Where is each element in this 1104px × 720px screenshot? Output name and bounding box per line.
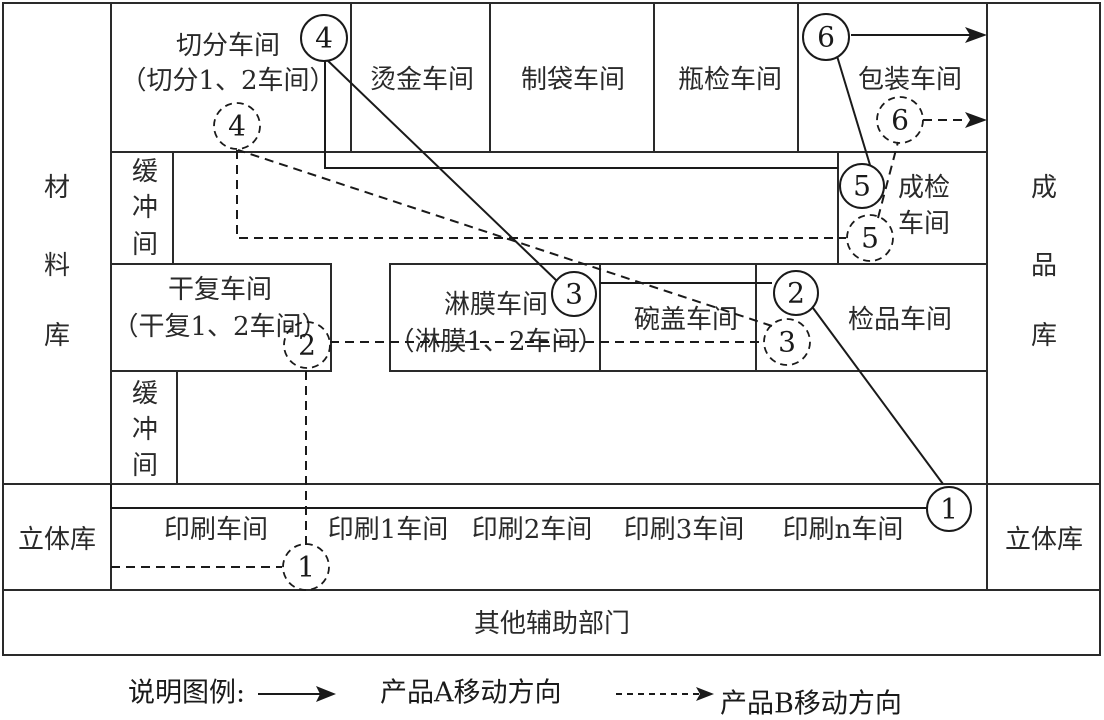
legend-product-b: 产品B移动方向	[720, 689, 902, 720]
step-b-3-label: 3	[778, 326, 796, 359]
step-a-3-label: 3	[565, 278, 583, 311]
bag-making-label: 制袋车间	[521, 65, 625, 95]
buffer-top-label-3: 间	[132, 230, 158, 260]
printing-unit-2: 印刷2车间	[472, 515, 593, 545]
route-a-exit-arrowhead	[965, 27, 987, 43]
dry-lamination-room	[110, 263, 332, 372]
step-a-2	[773, 270, 819, 316]
slitting-sub: （切分1、2车间）	[120, 66, 335, 96]
step-b-5	[846, 214, 894, 262]
final-inspection-label-1: 成检	[898, 173, 950, 203]
bottle-inspection-label: 瓶检车间	[678, 65, 782, 95]
stereo-store-right-label: 立体库	[1005, 525, 1083, 555]
legend-dashed-arrowhead	[696, 687, 714, 701]
route-a-3-to-4	[324, 57, 559, 283]
dry-lamination-title: 干复车间	[168, 275, 272, 305]
buffer-room-bottom	[110, 370, 178, 485]
step-a-4-label: 4	[315, 22, 333, 55]
area-labels: 材 料 库 成 品 库 切分车间 （切分1、2车间） 烫金车间 制袋车间 瓶检车…	[18, 31, 1083, 639]
finished-store-label-3: 库	[1031, 321, 1057, 351]
finished-store-label-1: 成	[1031, 173, 1057, 203]
printing-unit-n: 印刷n车间	[783, 515, 904, 545]
step-a-1-label: 1	[940, 493, 958, 526]
step-a-3	[551, 271, 597, 317]
step-b-2	[283, 321, 331, 369]
printing-unit-1: 印刷1车间	[328, 515, 449, 545]
middle-row	[389, 263, 988, 372]
legend: 说明图例: 产品A移动方向 产品B移动方向	[128, 678, 902, 720]
product-a-route: 1 2 3 4 5 6	[110, 13, 987, 532]
step-b-1-label: 1	[297, 551, 315, 584]
route-b-4-to-5	[236, 150, 846, 239]
material-store-label-1: 材	[44, 173, 70, 203]
packaging-label: 包装车间	[858, 65, 962, 95]
printing-title: 印刷车间	[164, 515, 268, 545]
route-a-4-to-5	[324, 58, 838, 169]
step-a-6	[802, 13, 850, 61]
legend-solid-arrowhead	[316, 686, 336, 702]
step-a-4	[300, 14, 348, 62]
step-b-4-label: 4	[228, 110, 246, 143]
buffer-bottom-label-1: 缓	[132, 379, 158, 409]
legend-title: 说明图例:	[128, 678, 245, 709]
product-inspection-label: 检品车间	[848, 305, 952, 335]
buffer-bottom-label-3: 间	[132, 451, 158, 481]
buffer-bottom-label-2: 冲	[132, 415, 158, 445]
step-b-4	[213, 102, 261, 150]
layout-frame	[2, 2, 1101, 656]
step-a-5	[839, 163, 885, 209]
step-b-6	[876, 96, 924, 144]
step-a-1	[926, 486, 972, 532]
step-b-2-label: 2	[298, 329, 316, 362]
finished-store-label-2: 品	[1031, 251, 1057, 281]
material-store-label-3: 库	[44, 321, 70, 351]
route-b-exit-arrowhead	[965, 112, 987, 128]
auxiliary-label: 其他辅助部门	[474, 609, 630, 639]
step-b-1	[282, 543, 330, 591]
product-b-route: 1 2 3 4 5 6	[111, 96, 987, 591]
stereo-store-left-label: 立体库	[18, 525, 96, 555]
buffer-top-label-2: 冲	[132, 193, 158, 223]
printing-unit-3: 印刷3车间	[624, 515, 745, 545]
step-b-3	[763, 318, 811, 366]
coating-title: 淋膜车间	[444, 290, 548, 320]
material-store-label-2: 料	[44, 251, 70, 281]
outer-border	[2, 2, 1101, 656]
route-a-5-to-6	[836, 55, 871, 166]
step-a-2-label: 2	[787, 277, 805, 310]
dry-lamination-sub: （干复1、2车间）	[112, 312, 327, 342]
legend-product-a: 产品A移动方向	[380, 678, 562, 709]
final-inspection-label-2: 车间	[898, 209, 950, 239]
buffer-top-label-1: 缓	[132, 157, 158, 187]
step-a-6-label: 6	[817, 21, 835, 54]
route-b-5-to-6	[877, 141, 899, 219]
step-b-6-label: 6	[891, 104, 909, 137]
slitting-title: 切分车间	[176, 31, 280, 61]
step-a-5-label: 5	[853, 170, 871, 203]
hot-stamping-label: 烫金车间	[370, 65, 474, 95]
route-a-1-to-2	[812, 307, 944, 485]
route-a-printing-line	[110, 484, 927, 509]
step-b-5-label: 5	[861, 222, 879, 255]
route-b-3-to-4	[237, 149, 773, 327]
